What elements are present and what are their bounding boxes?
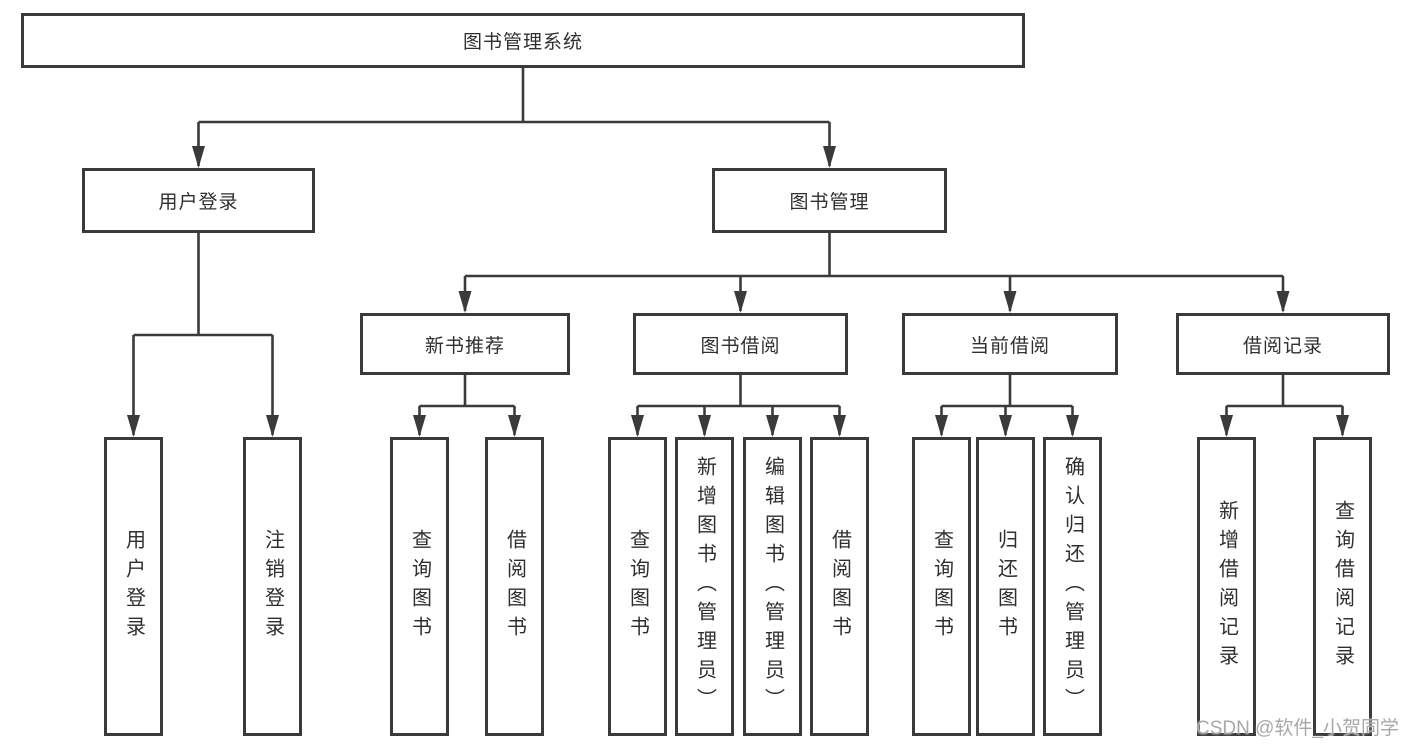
node-book-borrowing: 图书借阅 bbox=[633, 313, 848, 375]
connector-user-login-to-leaves bbox=[127, 233, 279, 437]
node-current-borrowing: 当前借阅 bbox=[902, 313, 1118, 375]
node-leaf-confirm-return-admin: 确认归还（管理员） bbox=[1043, 437, 1102, 736]
connector-book-management-to-level3 bbox=[458, 233, 1290, 313]
node-borrowing-records: 借阅记录 bbox=[1176, 313, 1390, 375]
node-leaf-query-books-recommend: 查询图书 bbox=[390, 437, 449, 736]
node-system-root: 图书管理系统 bbox=[21, 13, 1025, 68]
node-leaf-add-book-admin: 新增图书（管理员） bbox=[675, 437, 734, 736]
node-new-book-recommend: 新书推荐 bbox=[360, 313, 570, 375]
node-leaf-query-books-current: 查询图书 bbox=[912, 437, 971, 736]
connector-new-book-recommend-to-leaves bbox=[413, 375, 521, 437]
connector-root-to-level2 bbox=[192, 68, 836, 168]
node-leaf-return-book: 归还图书 bbox=[976, 437, 1035, 736]
node-leaf-query-books-borrow: 查询图书 bbox=[608, 437, 667, 736]
node-leaf-add-borrow-record: 新增借阅记录 bbox=[1197, 437, 1256, 736]
node-leaf-user-login: 用户登录 bbox=[104, 437, 163, 736]
connector-current-borrowing-to-leaves bbox=[935, 375, 1079, 437]
node-user-login: 用户登录 bbox=[82, 168, 315, 233]
node-book-management: 图书管理 bbox=[712, 168, 947, 233]
node-leaf-query-borrow-record: 查询借阅记录 bbox=[1313, 437, 1372, 736]
node-leaf-borrow-books: 借阅图书 bbox=[810, 437, 869, 736]
watermark: CSDN @软件_小贺同学 bbox=[1196, 718, 1399, 739]
node-leaf-edit-book-admin: 编辑图书（管理员） bbox=[743, 437, 802, 736]
node-leaf-borrow-books-recommend: 借阅图书 bbox=[485, 437, 544, 736]
connector-book-borrowing-to-leaves bbox=[631, 375, 846, 437]
connector-borrowing-records-to-leaves bbox=[1220, 375, 1349, 437]
node-leaf-logout: 注销登录 bbox=[243, 437, 302, 736]
